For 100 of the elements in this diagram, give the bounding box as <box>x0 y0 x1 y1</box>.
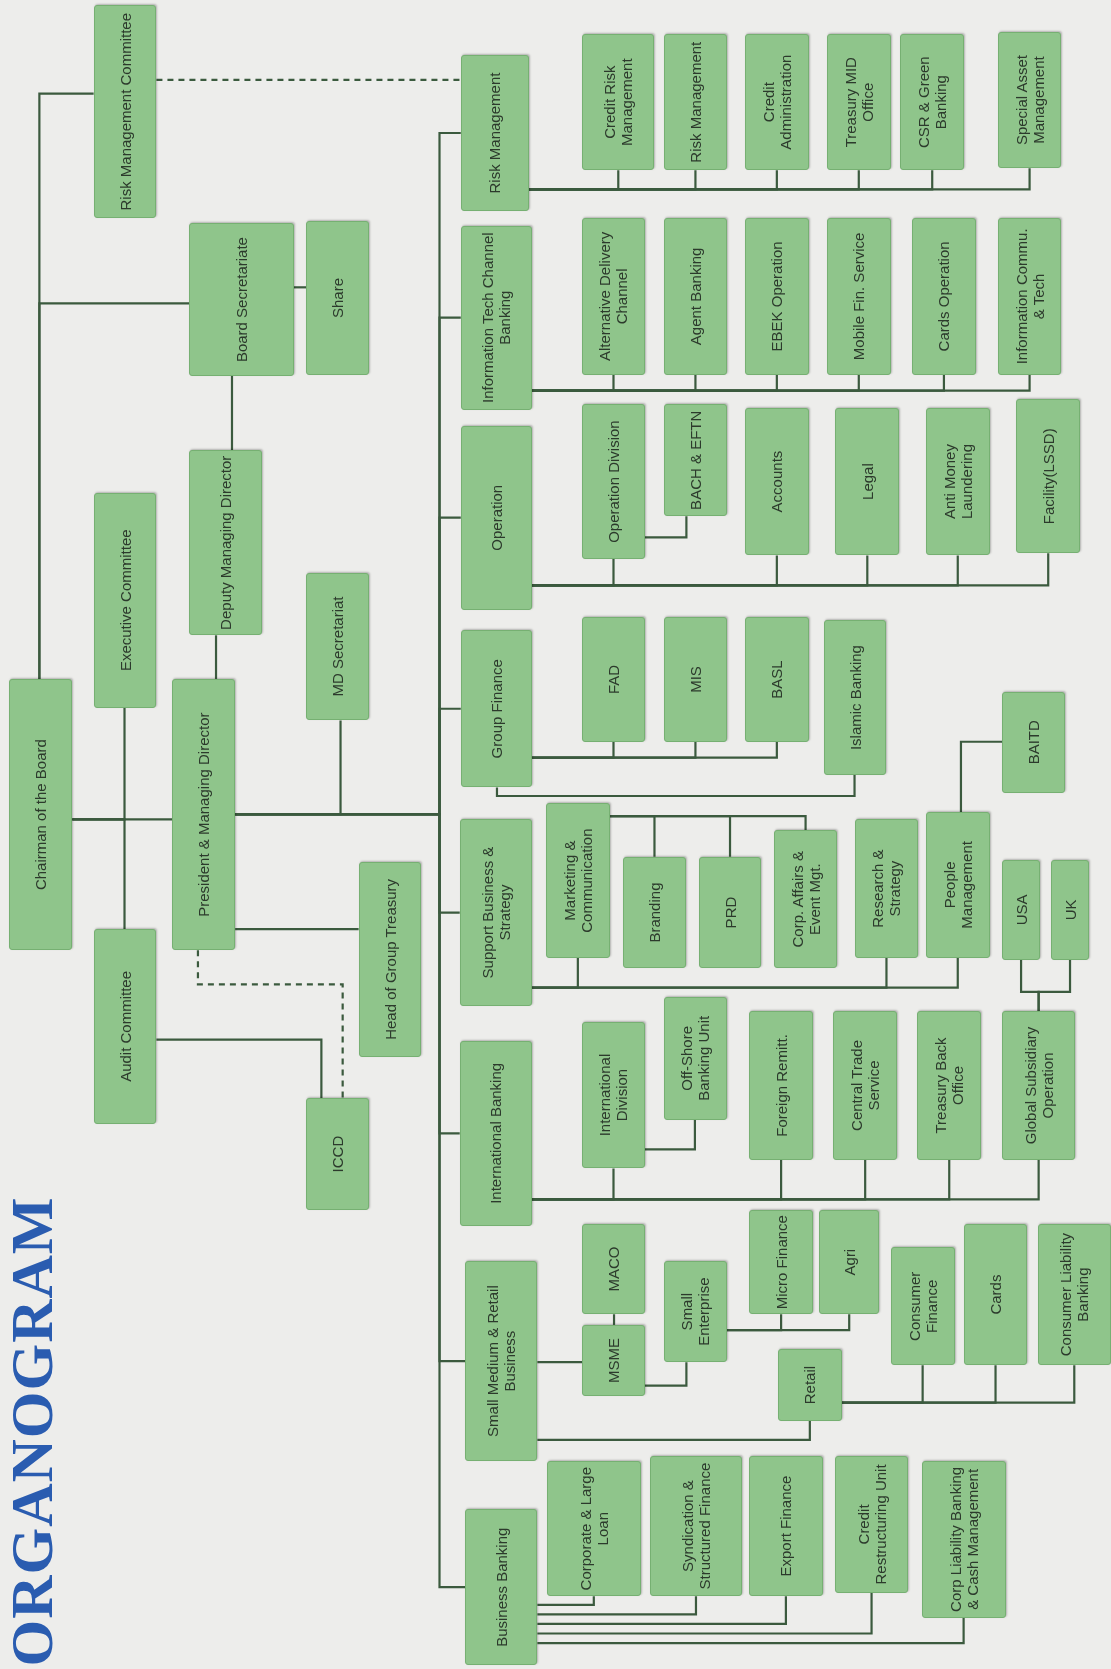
unit-name: Credit Restructuring Unit <box>854 1463 889 1587</box>
unit-name: Credit Risk Management <box>601 57 636 148</box>
unit-name: UK <box>1061 899 1079 921</box>
unit-name: Deputy Managing Director <box>217 455 235 630</box>
org-unit-box <box>835 407 900 556</box>
dashed-connector <box>196 950 344 1099</box>
unit-name: Foreign Remitt. <box>772 1034 790 1137</box>
connector-line <box>1037 959 1072 1011</box>
org-unit-box <box>460 225 533 410</box>
unit-name: Special Asset Management <box>1012 54 1047 148</box>
unit-name: Treasury MID Office <box>841 56 876 150</box>
diagram-title: ORGANOGRAM <box>2 1196 62 1667</box>
unit-name: USA <box>1012 894 1030 926</box>
unit-name: FAD <box>605 664 622 695</box>
org-unit-box <box>664 34 727 171</box>
unit-name: Audit Committee <box>116 971 134 1082</box>
org-unit-box <box>460 55 529 211</box>
connector-line <box>214 635 218 679</box>
org-unit-box <box>306 572 370 721</box>
org-unit-box <box>900 34 965 171</box>
org-unit-box <box>306 1098 370 1210</box>
org-unit-box <box>465 1509 538 1666</box>
unit-name: Operation <box>487 484 505 551</box>
org-unit-box <box>912 218 976 375</box>
unit-name: Mobile Fin. Service <box>850 232 868 361</box>
unit-name: Business Banking <box>492 1527 510 1647</box>
org-unit-box <box>777 1349 842 1421</box>
connector-line <box>537 1361 583 1364</box>
org-unit-box <box>582 617 645 742</box>
org-unit-box <box>459 819 533 1006</box>
org-unit-box <box>664 997 727 1120</box>
org-unit-box <box>582 218 645 375</box>
unit-name: Treasury Back Office <box>932 1036 967 1136</box>
unit-name: Retail <box>801 1365 819 1405</box>
org-unit-box <box>833 1010 898 1160</box>
connector-line <box>644 516 688 539</box>
unit-name: President & Managing Director <box>195 712 213 917</box>
unit-name: Central Trade Service <box>848 1039 883 1133</box>
unit-name: Corp. Affairs & Event Mgt. <box>788 850 823 950</box>
org-unit-box <box>460 630 533 788</box>
unit-name: ICCD <box>329 1135 347 1173</box>
unit-name: International Banking <box>487 1062 505 1204</box>
connector-line <box>532 553 1050 587</box>
org-unit-box <box>582 404 645 559</box>
org-unit-box <box>773 830 838 969</box>
org-unit-box <box>1051 859 1089 960</box>
org-unit-box <box>465 1261 538 1462</box>
org-unit-box <box>172 678 236 951</box>
connector-line <box>537 1596 698 1616</box>
unit-name: Executive Committee <box>116 529 134 672</box>
org-unit-box <box>998 31 1061 169</box>
unit-name: People Management <box>940 840 975 931</box>
unit-name: Micro Finance <box>772 1215 790 1310</box>
unit-name: Operation Division <box>605 420 622 543</box>
connector-line <box>537 1596 595 1606</box>
org-unit-box <box>925 812 990 958</box>
org-unit-box <box>964 1223 1027 1366</box>
connector-line <box>495 774 856 798</box>
org-unit-box <box>664 404 727 517</box>
connector-line <box>235 927 359 931</box>
unit-name: MD Secretariat <box>329 596 347 697</box>
org-unit-box <box>744 407 809 556</box>
connector-line <box>612 1314 616 1325</box>
unit-name: BACH & EFTN <box>686 410 704 510</box>
unit-name: Corporate & Large Loan <box>576 1466 611 1592</box>
unit-name: Support Business & Strategy <box>478 845 513 981</box>
connector-line <box>156 1038 323 1099</box>
org-unit-box <box>699 856 761 969</box>
connector-line <box>72 818 173 821</box>
org-unit-box <box>744 34 809 171</box>
org-unit-box <box>1002 691 1066 793</box>
org-unit-box <box>921 1461 1006 1618</box>
unit-name: Agri <box>840 1248 858 1276</box>
unit-name: BAITD <box>1025 720 1043 765</box>
unit-name: Global Subsidiary Operation <box>1021 1025 1056 1147</box>
unit-name: Small Medium & Retail Business <box>484 1284 519 1439</box>
unit-name: Consumer Finance <box>905 1270 940 1343</box>
org-unit-box <box>1016 399 1081 554</box>
unit-name: MSME <box>605 1338 622 1384</box>
org-unit-box <box>1002 1010 1075 1160</box>
org-unit-box <box>744 617 809 742</box>
unit-name: Facility(LSSD) <box>1039 428 1057 525</box>
org-unit-box <box>93 929 157 1124</box>
org-unit-box <box>819 1210 879 1315</box>
unit-name: Cards <box>987 1274 1005 1315</box>
org-unit-box <box>93 5 157 219</box>
org-unit-box <box>582 1223 645 1315</box>
unit-name: Anti Money Laundering <box>940 443 975 522</box>
org-unit-box <box>826 34 891 171</box>
connector-line <box>537 1596 787 1626</box>
unit-name: Alternative Delivery Channel <box>596 230 631 363</box>
org-unit-box <box>854 819 919 958</box>
org-unit-box <box>823 620 887 775</box>
unit-name: PRD <box>721 896 739 929</box>
unit-name: Small Enterprise <box>678 1276 713 1348</box>
unit-name: Risk Management Committee <box>116 12 134 211</box>
org-unit-box <box>547 1461 641 1597</box>
unit-name: International Division <box>596 1052 631 1139</box>
connector-line <box>726 1314 851 1332</box>
org-unit-box <box>664 617 727 742</box>
